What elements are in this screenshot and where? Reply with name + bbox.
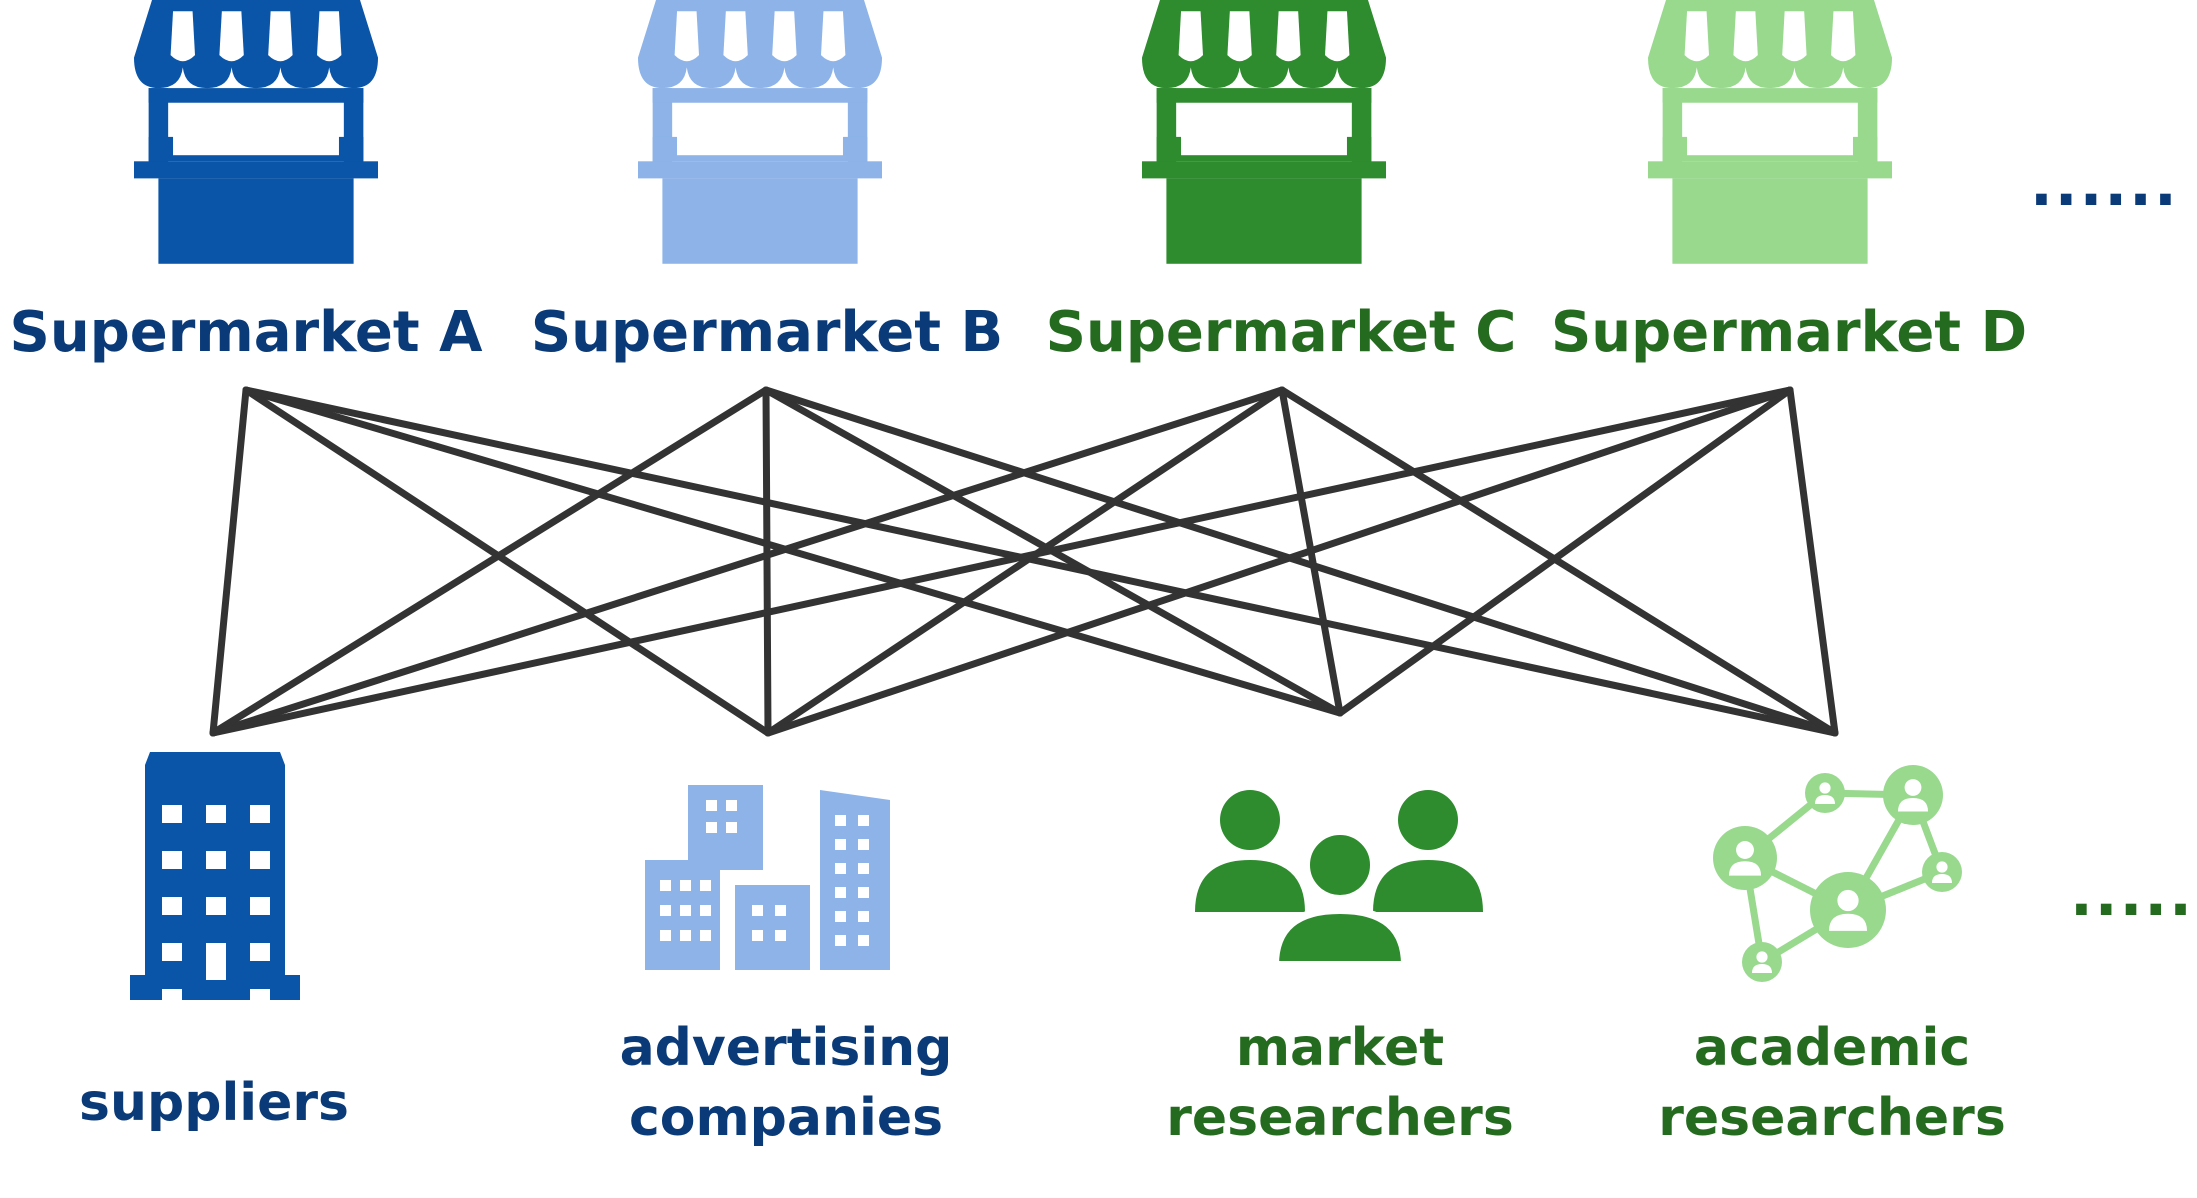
market-label-line-2: researchers [1166, 1088, 1514, 1148]
advertising-label-line-2: companies [628, 1088, 944, 1148]
edge-0-3 [242, 386, 1839, 737]
edge-2-3 [1278, 386, 1839, 737]
edge-2-0 [209, 386, 1286, 737]
market-label-line-1: market [1235, 1018, 1445, 1078]
edge-3-0 [209, 386, 1794, 737]
city-buildings-icon [645, 785, 890, 970]
edge-3-2 [1336, 386, 1794, 717]
bottom-ellipsis: ...... [2070, 860, 2197, 930]
store-icon [1648, 0, 1892, 264]
store-icon [1142, 0, 1386, 264]
top-icons-layer [134, 0, 1892, 264]
academic-label-line-2: researchers [1658, 1088, 2006, 1148]
edge-3-1 [764, 386, 1794, 737]
academic-label-line-1: academic [1693, 1018, 1971, 1078]
edge-0-2 [242, 386, 1344, 717]
market-researchers-label: market researchers [1110, 1013, 1570, 1153]
advertising-label-line-1: advertising [619, 1018, 953, 1078]
office-building-icon [130, 752, 300, 1007]
academic-researchers-label: academic researchers [1602, 1013, 2062, 1153]
top-ellipsis: ...... [2030, 150, 2179, 220]
advertising-companies-label: advertising companies [556, 1013, 1016, 1153]
suppliers-label-line: suppliers [79, 1073, 349, 1133]
edge-0-1 [242, 386, 772, 737]
edge-1-0 [209, 386, 770, 737]
edge-0-0 [209, 386, 250, 737]
supermarket-d-label: Supermarket D [1550, 300, 2028, 365]
supermarket-a-label: Supermarket A [9, 300, 483, 365]
people-group-icon [1195, 790, 1483, 969]
people-network-icon [1713, 765, 1962, 982]
bottom-icons-layer [130, 752, 1962, 1007]
store-icon [134, 0, 378, 264]
edge-1-1 [762, 386, 772, 737]
store-icon [638, 0, 882, 264]
edge-2-1 [764, 386, 1286, 737]
supermarket-c-label: Supermarket C [1045, 300, 1517, 365]
edge-1-3 [762, 386, 1839, 737]
suppliers-label: suppliers [0, 1068, 444, 1138]
edge-3-3 [1786, 386, 1839, 737]
supermarket-b-label: Supermarket B [530, 300, 1004, 365]
edges-layer [209, 386, 1839, 737]
